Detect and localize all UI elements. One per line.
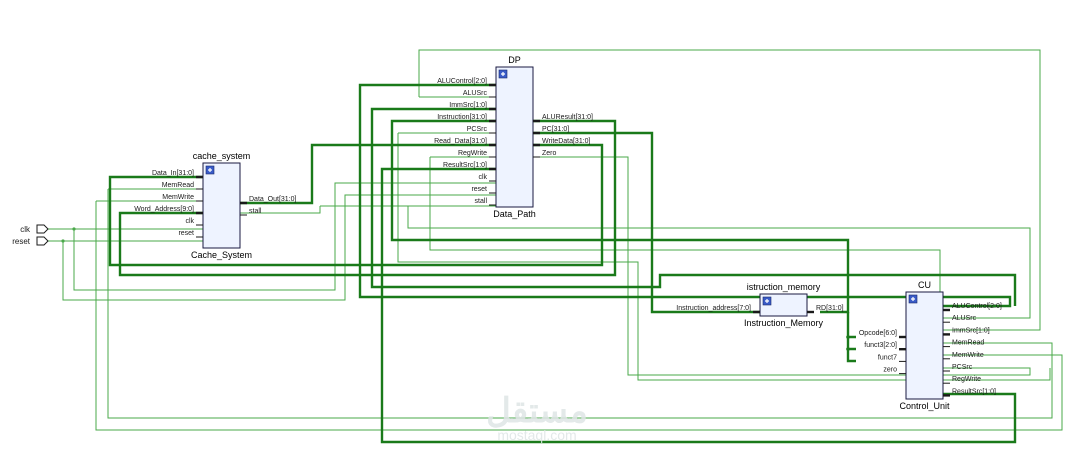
watermark-latin: mostaql.com xyxy=(497,427,576,443)
dp-module-name: Data_Path xyxy=(493,209,536,219)
module-blocks: DPData_PathALUControl[2:0]ALUSrcImmSrc[1… xyxy=(134,55,1002,411)
dp-expand-icon[interactable] xyxy=(498,69,508,79)
dp-instance-name: DP xyxy=(508,55,521,65)
imem-input-label: Instruction_address[7:0] xyxy=(676,305,751,312)
wire-memread xyxy=(107,189,1053,419)
cache-input-label: clk xyxy=(185,218,194,225)
cu-output-label: PCSrc xyxy=(952,364,973,371)
wire-stall xyxy=(240,206,321,214)
cache-output-label: stall xyxy=(249,208,262,215)
imem-expand-icon[interactable] xyxy=(762,296,772,306)
dp-output-label: ALUResult[31:0] xyxy=(542,114,593,121)
bus-aluresult xyxy=(118,119,617,277)
cache-input-label: MemRead xyxy=(162,182,194,189)
dp-input-label: clk xyxy=(478,174,487,181)
bus-junction-dot xyxy=(846,335,850,339)
cu-output-label: ALUControl[2:0] xyxy=(952,303,1002,310)
imem-instance-name: istruction_memory xyxy=(747,282,821,292)
reset-port-label: reset xyxy=(12,237,31,246)
cu-instance-name: CU xyxy=(918,280,931,290)
cache-input-label: reset xyxy=(178,230,194,237)
cu-module-name: Control_Unit xyxy=(899,401,950,411)
cu-block[interactable]: CU Control_Unit Opcode[6:0] funct3[2:0] func… xyxy=(859,280,1002,411)
bus-alucontrol xyxy=(358,83,1012,308)
dp-block[interactable]: DP Data_Path ALUControl[2:0] ALUSrcImmSrc[1… xyxy=(434,55,593,219)
wire-reset-dp xyxy=(62,194,496,301)
wire-memwrite xyxy=(95,201,1063,431)
dp-body[interactable] xyxy=(495,66,534,208)
cu-expand-icon[interactable] xyxy=(908,294,918,304)
cu-output-label: MemRead xyxy=(952,340,984,347)
cu-output-label: MemWrite xyxy=(952,352,984,359)
bus-immsrc xyxy=(370,107,1017,306)
dp-output-label: PC[31:0] xyxy=(542,126,569,133)
dp-input-label: stall xyxy=(475,198,488,205)
imem-output-label: RD[31:0] xyxy=(816,305,844,312)
wire-immsrc xyxy=(418,49,1041,331)
clk-port-label: clk xyxy=(20,225,31,234)
wire-alusrc xyxy=(407,206,1031,319)
cu-output-label: RegWrite xyxy=(952,376,981,383)
bus-pc xyxy=(533,131,760,314)
dp-output-label: WriteData[31:0] xyxy=(542,138,591,145)
cu-output-label: ResultSrc[1:0] xyxy=(952,388,996,395)
imem-body[interactable] xyxy=(759,293,808,317)
bus-dataout-readdata xyxy=(240,143,496,205)
cu-body[interactable] xyxy=(905,291,944,400)
reset-port-icon xyxy=(36,236,49,246)
watermark-arabic: مستقل xyxy=(486,392,588,430)
dp-input-label: reset xyxy=(471,186,487,193)
top-ports: clk reset xyxy=(12,224,76,246)
bus-resultsrc xyxy=(380,167,1017,444)
cu-input-label: funct7 xyxy=(878,354,897,361)
bus-writedata xyxy=(108,143,604,267)
cache-input-label: MemWrite xyxy=(162,194,194,201)
dp-input-label: ALUSrc xyxy=(463,90,488,97)
cache-module-name: Cache_System xyxy=(191,250,252,260)
cu-input-label: Opcode[6:0] xyxy=(859,330,897,337)
bus-wires xyxy=(108,83,1017,444)
wire-zero xyxy=(533,156,1031,376)
cu-output-label: ALUSrc xyxy=(952,315,977,322)
imem-module-name: Instruction_Memory xyxy=(744,318,824,328)
cache-expand-icon[interactable] xyxy=(205,165,215,175)
dp-input-label: ImmSrc[1:0] xyxy=(449,102,487,109)
cache-input-label: Word_Address[9:0] xyxy=(134,206,194,213)
bus-junction-dot xyxy=(846,347,850,351)
watermark: مستقل mostaql.com xyxy=(486,392,588,443)
bus-funct3 xyxy=(846,337,856,351)
cache-body[interactable] xyxy=(202,162,241,249)
dp-input-label: PCSrc xyxy=(467,126,488,133)
dp-input-label: Read_Data[31:0] xyxy=(434,138,487,145)
cache-instance-name: cache_system xyxy=(193,151,251,161)
dp-input-label: RegWrite xyxy=(458,150,487,157)
cache-output-label: Data_Out[31:0] xyxy=(249,196,297,203)
cu-output-label: ImmSrc[1:0] xyxy=(952,327,990,334)
cu-input-label: zero xyxy=(883,367,897,374)
bus-instruction xyxy=(390,119,850,314)
bus-funct7 xyxy=(846,349,856,363)
cu-input-label: funct3[2:0] xyxy=(864,342,897,349)
dp-input-label: Instruction[31:0] xyxy=(437,114,487,121)
bus-opcode xyxy=(846,312,856,339)
cache-input-label: Data_In[31:0] xyxy=(152,170,194,177)
dp-output-label: Zero xyxy=(542,150,557,157)
dp-input-label: ResultSrc[1:0] xyxy=(443,162,487,169)
clk-port-icon xyxy=(36,224,49,234)
dp-input-label: ALUControl[2:0] xyxy=(437,78,487,85)
